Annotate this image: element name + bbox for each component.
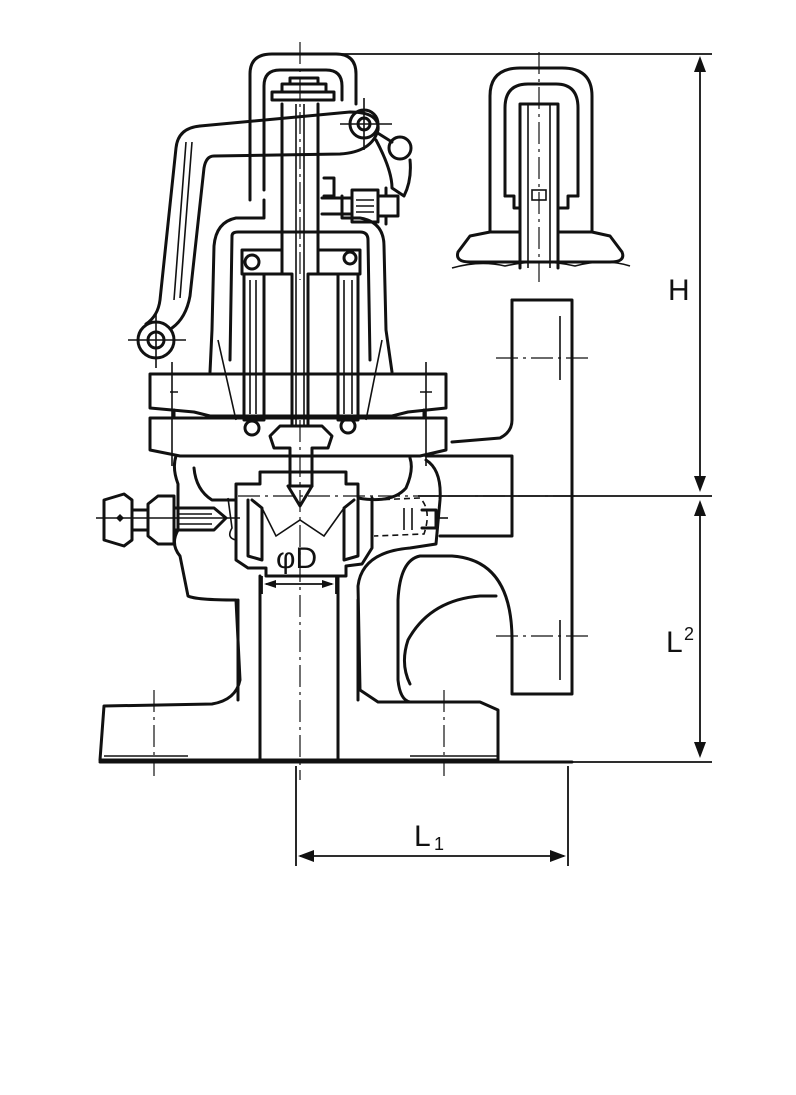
- length-1-subscript: 1: [434, 834, 444, 854]
- valve-cap: [248, 42, 358, 280]
- height-label: H: [668, 274, 690, 307]
- outlet-flange: [238, 298, 588, 704]
- lifting-lever: [128, 98, 413, 368]
- stem-and-bonnet: [208, 102, 400, 437]
- valve-body: [98, 420, 500, 780]
- length-2-subscript: 2: [684, 624, 694, 644]
- inset-detail-cap: [451, 52, 631, 282]
- dimension-lines: [261, 53, 712, 866]
- drain-plug: [96, 492, 240, 548]
- diameter-label: φD: [276, 542, 317, 575]
- length-1-label: L: [414, 820, 431, 853]
- flange-section: [148, 362, 448, 508]
- base-flange: [98, 690, 574, 776]
- length-2-label: L: [666, 626, 683, 659]
